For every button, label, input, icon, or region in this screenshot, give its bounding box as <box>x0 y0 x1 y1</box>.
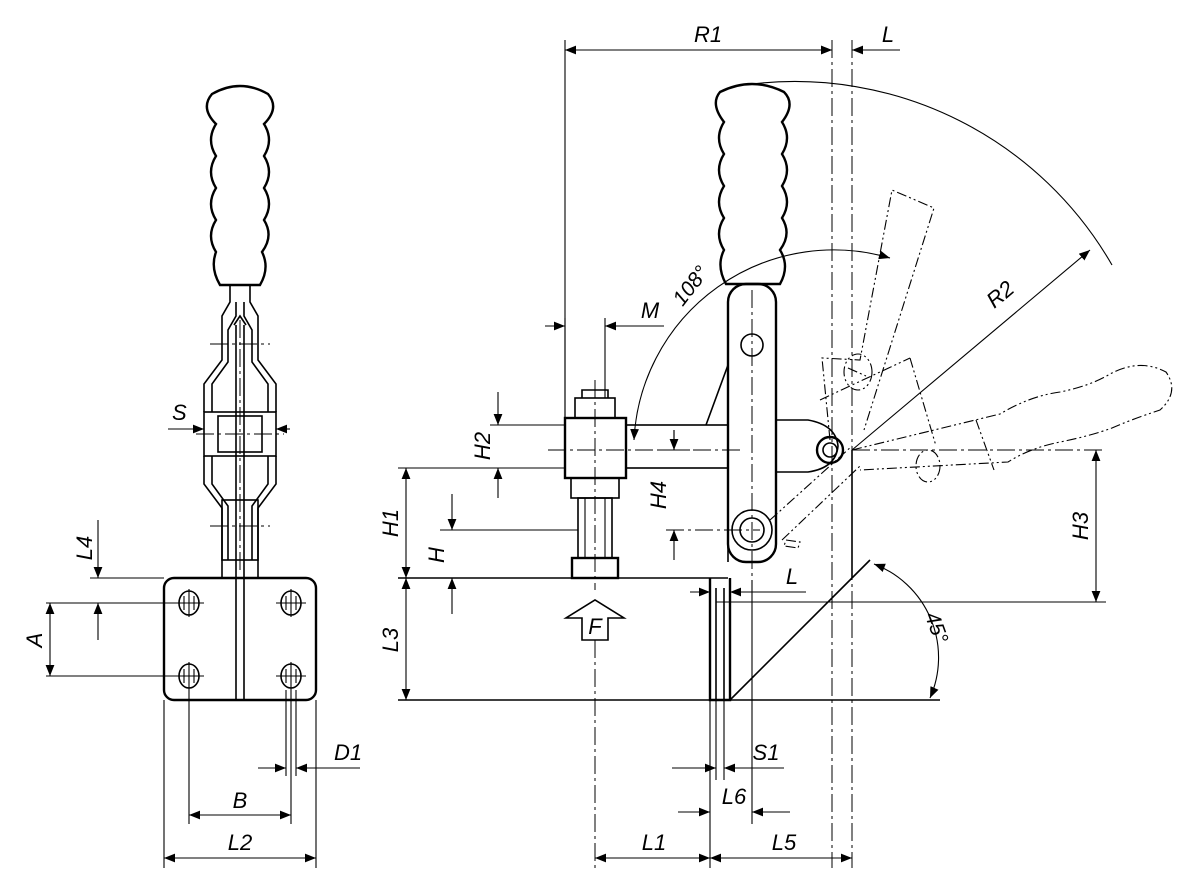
dim-H3: H3 <box>1068 511 1093 540</box>
mounting-holes <box>174 589 306 690</box>
dim-R2: R2 <box>981 276 1019 313</box>
dim-S1: S1 <box>753 740 780 765</box>
dim-H: H <box>424 547 449 563</box>
side-view: F R1 L <box>378 22 1173 868</box>
open-position-phantom <box>769 189 1173 549</box>
dim-D1: D1 <box>334 740 362 765</box>
dim-A: A <box>22 633 47 650</box>
handle-grip <box>205 84 275 287</box>
dim-S: S <box>172 400 187 425</box>
dim-L6: L6 <box>722 784 747 809</box>
front-view: S L4 A D1 B L2 <box>22 84 362 868</box>
dim-R1: R1 <box>694 22 722 47</box>
angle-45: 45° <box>920 609 952 647</box>
dim-B: B <box>233 788 248 813</box>
dim-L-right: L <box>786 564 798 589</box>
dim-H2: H2 <box>470 432 495 460</box>
dim-L2: L2 <box>228 830 252 855</box>
dim-M: M <box>641 298 660 323</box>
force-label: F <box>588 614 603 639</box>
dim-L-top: L <box>882 22 894 47</box>
dim-L3: L3 <box>378 627 403 652</box>
dim-H1: H1 <box>378 509 403 537</box>
force-arrow <box>563 599 627 641</box>
dim-L4: L4 <box>72 536 97 560</box>
dim-H4: H4 <box>646 481 671 509</box>
dim-L5: L5 <box>772 830 797 855</box>
dim-L1: L1 <box>642 830 666 855</box>
base-plate <box>162 576 318 702</box>
angle-108: 108° <box>668 262 713 310</box>
handle-grip-closed <box>714 82 791 286</box>
